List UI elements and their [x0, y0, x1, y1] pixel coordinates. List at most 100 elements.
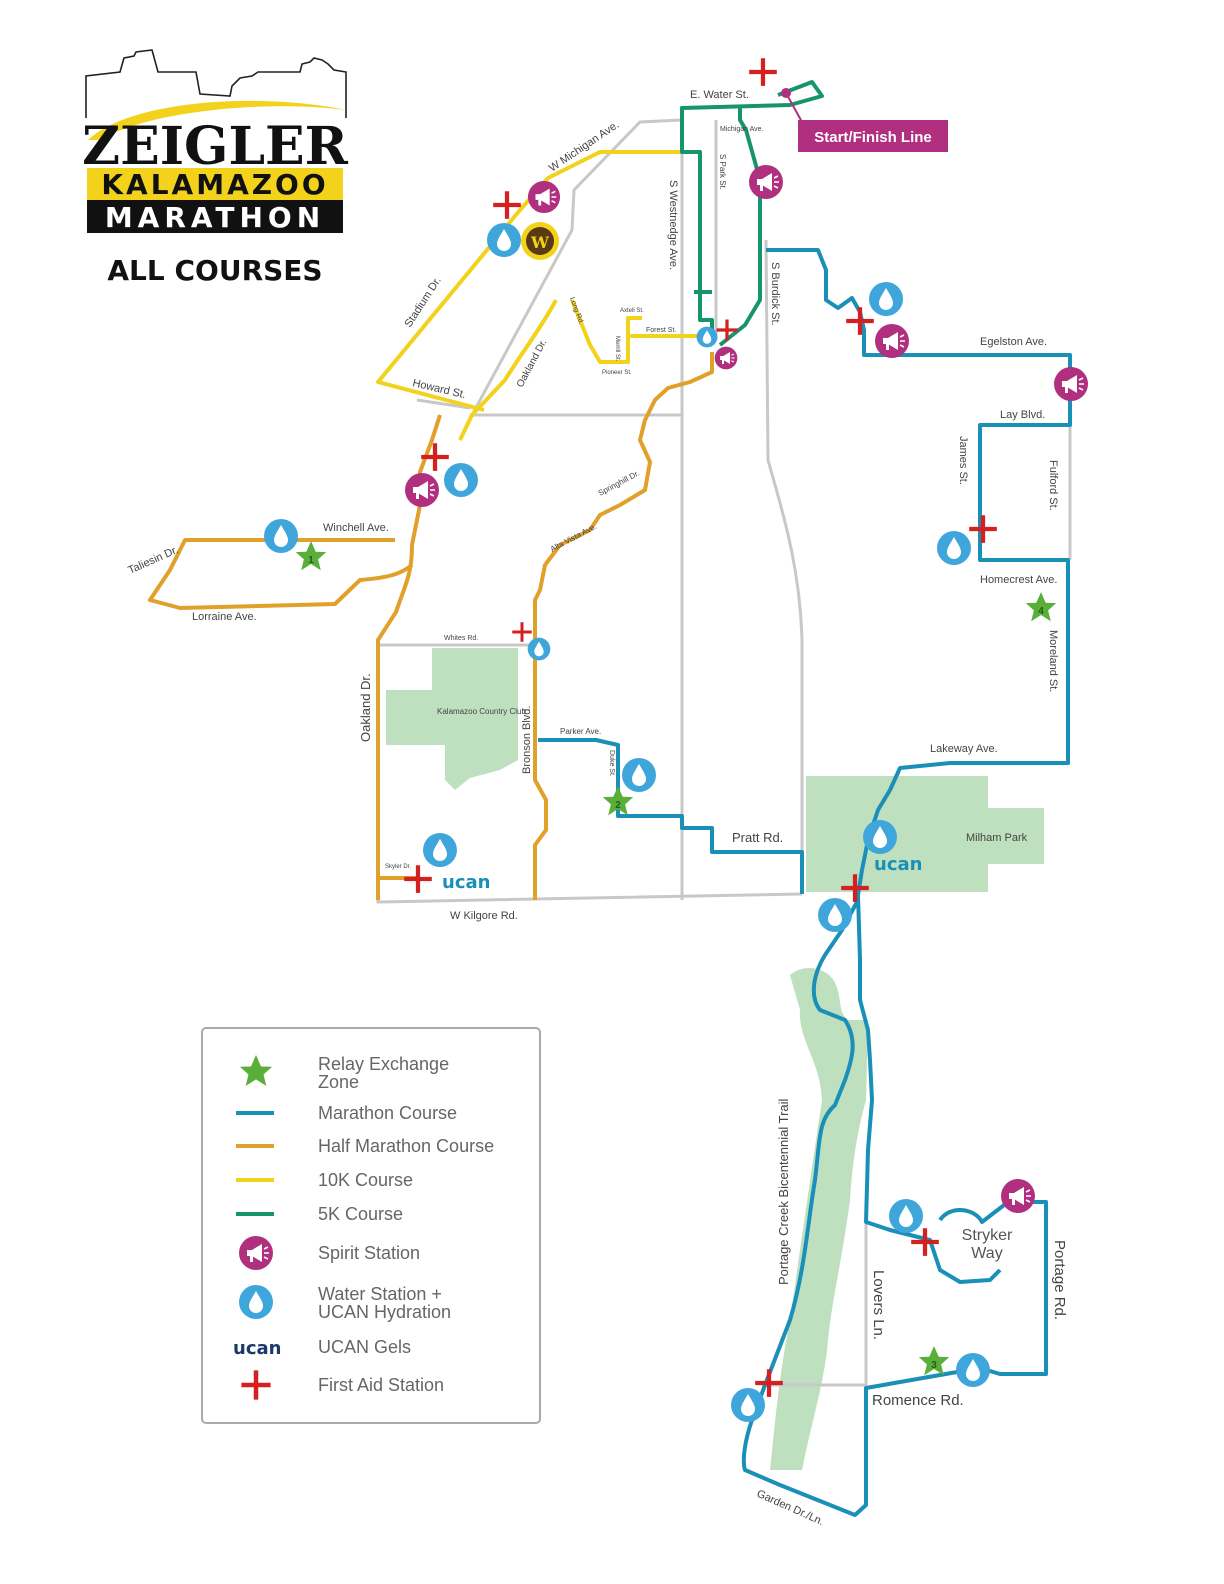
legend-label: UCAN Gels	[318, 1337, 411, 1357]
legend-label: Spirit Station	[318, 1243, 420, 1263]
legend-item: ucan UCAN Gels	[233, 1337, 411, 1359]
label-stadium-dr: Stadium Dr.	[402, 275, 443, 330]
event-logo: ZEIGLER KALAMAZOO MARATHON	[82, 49, 349, 234]
label-merrill-st: Merrill St.	[614, 336, 620, 362]
label-s-park-st: S Park St.	[718, 154, 727, 190]
label-portage-creek-trail: Portage Creek Bicentennial Trail	[776, 1098, 791, 1285]
label-garden-dr: Garden Dr./Ln.	[755, 1488, 826, 1528]
page-title: ALL COURSES	[107, 254, 322, 287]
street-grid	[376, 118, 1072, 1388]
first-aid-icon	[714, 317, 740, 343]
label-fulford-st: Fulford St.	[1047, 460, 1059, 511]
label-country-club: Kalamazoo Country Club	[437, 707, 526, 716]
water-icon	[264, 519, 298, 553]
megaphone-icon	[714, 346, 738, 370]
label-oakland-dr-north: Oakland Dr.	[515, 338, 550, 390]
first-aid-icon	[421, 443, 449, 471]
legend-label: First Aid Station	[318, 1375, 444, 1395]
label-duke-st: Duke St.	[608, 750, 615, 777]
label-taliesin-dr: Taliesin Dr.	[126, 544, 180, 577]
logo-zeigler: ZEIGLER	[82, 116, 349, 177]
wmu-letter: W	[530, 233, 550, 252]
label-winchell-ave: Winchell Ave.	[323, 522, 389, 534]
legend-item: Half Marathon Course	[236, 1136, 494, 1156]
water-icon	[863, 820, 897, 854]
water-icon	[869, 282, 903, 316]
label-lay-blvd: Lay Blvd.	[1000, 409, 1045, 421]
label-michigan-ave: Michigan Ave.	[720, 126, 764, 133]
legend-item: First Aid Station	[241, 1370, 444, 1399]
legend-label: 10K Course	[318, 1170, 413, 1190]
first-aid-icon	[749, 58, 777, 86]
label-long-rd: Long Rd.	[568, 296, 584, 325]
label-lakeway-ave: Lakeway Ave.	[930, 743, 998, 755]
label-w-michigan-ave: W Michigan Ave.	[547, 119, 621, 175]
water-icon	[622, 758, 656, 792]
marathon-course	[538, 248, 1072, 1517]
swoosh	[88, 100, 346, 140]
relay-number-4: 4	[1038, 606, 1044, 617]
legend-item: Water Station +UCAN Hydration	[239, 1284, 451, 1322]
relay-exchange-zones: 1 2 3 4	[295, 541, 1057, 1376]
water-icon	[696, 326, 718, 348]
water-icon	[956, 1353, 990, 1387]
label-pioneer-st: Pioneer St.	[602, 370, 632, 376]
parks	[386, 648, 1044, 1470]
water-icon	[818, 898, 852, 932]
label-portage-rd: Portage Rd.	[1051, 1240, 1068, 1320]
legend-label: Half Marathon Course	[318, 1136, 494, 1156]
legend-item: 10K Course	[236, 1170, 413, 1190]
label-moreland-st: Moreland St.	[1047, 630, 1059, 692]
label-romence-rd: Romence Rd.	[872, 1392, 964, 1409]
label-axtell-st: Axtell St.	[620, 308, 644, 314]
label-skyler-dr: Skyler Dr.	[385, 864, 411, 870]
label-homecrest-ave: Homecrest Ave.	[980, 574, 1057, 586]
relay-number-1: 1	[308, 555, 314, 566]
water-icon	[527, 637, 551, 661]
first-aid-icon	[969, 515, 997, 543]
start-finish-pin	[781, 88, 803, 123]
label-milham-park: Milham Park	[966, 832, 1028, 844]
relay-number-3: 3	[931, 1360, 937, 1371]
label-james-st: James St.	[957, 436, 969, 485]
legend-item: 5K Course	[236, 1204, 403, 1224]
megaphone-icon	[1053, 366, 1089, 402]
legend-label: Water Station +UCAN Hydration	[318, 1284, 451, 1322]
label-egelston-ave: Egelston Ave.	[980, 336, 1047, 348]
start-finish-label: Start/Finish Line	[814, 129, 932, 146]
relay-number-2: 2	[615, 800, 621, 811]
label-oakland-dr-south: Oakland Dr.	[358, 673, 373, 742]
legend-item: Spirit Station	[238, 1235, 420, 1271]
megaphone-icon	[874, 323, 910, 359]
first-aid-icon	[846, 307, 874, 335]
logo-band-yellow	[87, 168, 343, 200]
megaphone-icon	[404, 472, 440, 508]
label-pratt-rd: Pratt Rd.	[732, 830, 783, 845]
water-drop-icon	[239, 1285, 273, 1319]
label-lorraine-ave: Lorraine Ave.	[192, 611, 257, 623]
ucan-logo-icon: ucan	[233, 1338, 281, 1359]
legend-label: Marathon Course	[318, 1103, 457, 1123]
label-parker-ave: Parker Ave.	[560, 727, 601, 736]
milham-park-area	[806, 776, 1044, 892]
label-springhill-dr: Springhill Dr.	[597, 469, 641, 498]
water-icon	[889, 1199, 923, 1233]
label-bronson-blvd: Bronson Blvd.	[521, 706, 533, 774]
skyline-outline	[85, 49, 347, 118]
wmu-logo: W	[521, 222, 559, 260]
ucan-logo: ucan	[442, 872, 490, 893]
megaphone-icon	[1000, 1178, 1036, 1214]
label-w-kilgore-rd: W Kilgore Rd.	[450, 910, 518, 922]
label-e-water-st: E. Water St.	[690, 89, 749, 101]
label-forest-st: Forest St.	[646, 327, 676, 334]
label-s-burdick-st: S Burdick St.	[769, 262, 781, 326]
water-icon	[487, 223, 521, 257]
ucan-logo: ucan	[874, 854, 922, 875]
kalamazoo-country-club-area	[386, 648, 518, 790]
ucan-gels-markers: ucan ucan	[442, 854, 922, 893]
